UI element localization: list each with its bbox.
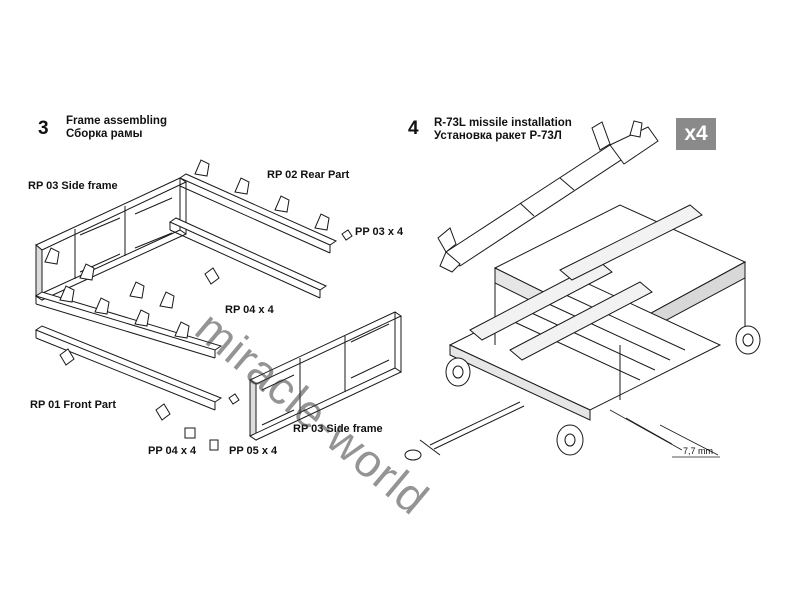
- label-rp03-side-frame-rear: RP 03 Side frame: [28, 180, 118, 192]
- step-3-title-ru: Сборка рамы: [66, 128, 143, 140]
- label-pp04: PP 04 x 4: [148, 445, 197, 457]
- step-4-title: R-73L missile installation: [434, 117, 572, 129]
- label-rp01-front-part: RP 01 Front Part: [30, 399, 116, 411]
- front-side-frame: [248, 311, 403, 441]
- label-rp04: RP 04 x 4: [225, 304, 274, 316]
- loading-cart: [448, 204, 747, 421]
- label-rp03-side-frame-front: RP 03 Side frame: [293, 423, 383, 435]
- step-3-number: 3: [38, 118, 49, 139]
- step-4-number: 4: [408, 118, 419, 139]
- cart-wheels: [445, 325, 761, 456]
- dimension-line: [609, 409, 720, 458]
- rear-part-rail: [168, 173, 338, 299]
- rp04-mounts: [44, 159, 330, 339]
- tow-bar: [404, 401, 525, 461]
- dimension-label: 7,7 mm: [683, 446, 714, 456]
- step-3-title: Frame assembling: [66, 115, 167, 127]
- step-4-title-ru: Установка ракет Р-73Л: [434, 130, 562, 142]
- label-pp05: PP 05 x 4: [229, 445, 278, 457]
- label-pp03: PP 03 x 4: [355, 226, 404, 238]
- missile-r73l: [437, 120, 659, 273]
- rear-side-frame: [34, 177, 188, 301]
- quantity-badge: x4: [676, 118, 716, 150]
- label-rp02-rear-part: RP 02 Rear Part: [267, 169, 350, 181]
- loose-small-parts: [59, 229, 353, 451]
- front-part-rail: [34, 291, 223, 411]
